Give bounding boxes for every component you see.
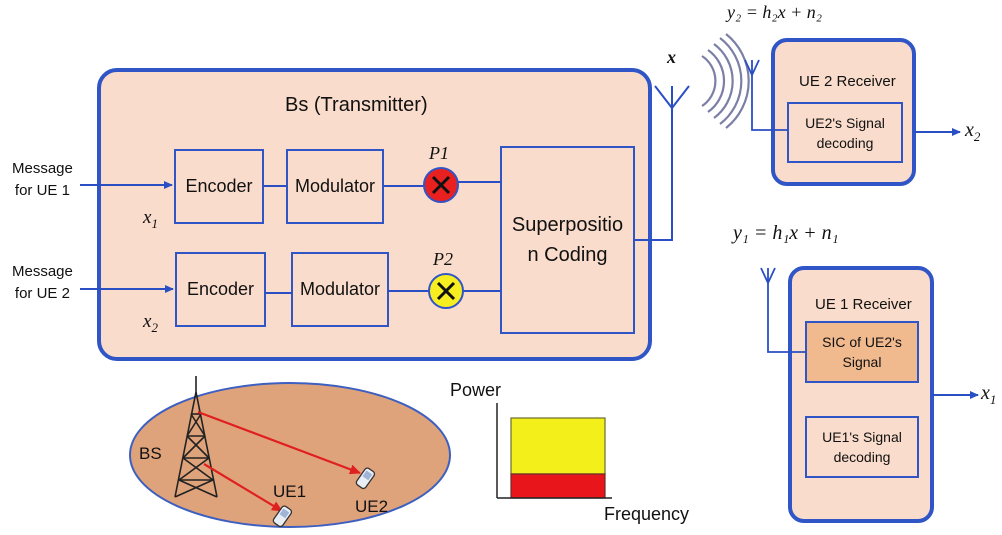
power-band-ue2 (510, 417, 606, 475)
cell-ellipse (129, 382, 451, 528)
mixer-p2 (428, 273, 464, 309)
ue1-phone-icon (272, 505, 293, 528)
superposition-line2: n Coding (527, 244, 608, 266)
ue2-input-x: x (143, 311, 152, 332)
encoder2-block (175, 252, 266, 327)
ue2-rx-antenna (744, 59, 788, 131)
superposition-line1: Superpositio (511, 214, 624, 236)
ue1-rx-antenna (760, 267, 806, 353)
ue1-output-x: x (981, 382, 990, 404)
ue1-message-label: Message for UE 1 (12, 158, 73, 202)
encoder1-block (174, 149, 264, 224)
ue2-decoding-block (787, 102, 903, 163)
ue2-phone-icon (355, 467, 376, 490)
frequency-axis-label: Frequency (604, 504, 690, 524)
ue2-decoding-line2: decoding (816, 134, 874, 151)
encoder2-label: Encoder (186, 279, 255, 299)
superposition-label: Superpositio n Coding (501, 147, 634, 333)
ue2-message-line1: Message (12, 263, 73, 280)
ue2-receiver-title: UE 2 Receiver (799, 73, 896, 90)
ue1-input-x: x (143, 207, 152, 228)
ue1-input-symbol: x1 (143, 207, 158, 232)
ue2-message-label: Message for UE 2 (12, 261, 73, 305)
ue2-input-sub: 2 (151, 319, 158, 335)
modulator1-block (286, 149, 384, 224)
ue2-equation: y₂ = h₂x + n₂ (727, 2, 823, 22)
ue1-receiver-title: UE 1 Receiver (815, 296, 912, 313)
ue1-output-sub: 1 (989, 392, 997, 407)
ue2-decoding-line1: UE2's Signal (805, 114, 885, 131)
ue1-input-sub: 1 (151, 215, 158, 231)
superposition-block (500, 146, 635, 334)
modulator2-label: Modulator (299, 279, 381, 299)
ue1-sic-line1: SIC of UE2's (822, 334, 902, 350)
encoder1-label: Encoder (185, 176, 253, 196)
modulator2-block (291, 252, 389, 327)
power-chart (496, 403, 612, 499)
ue1-decoding-line1: UE1's Signal (822, 429, 902, 445)
p1-label: P1 (429, 143, 449, 163)
ue1-output-symbol: x1 (981, 382, 996, 408)
ue2-input-symbol: x2 (143, 311, 158, 336)
ue1-message-line1: Message (12, 160, 73, 177)
ue1-equation: y₁ = h₁x + n₁ (733, 222, 839, 244)
bs-tower-icon (174, 376, 218, 498)
ue1-message-line2: for UE 1 (14, 182, 70, 199)
ue2-output-x: x (965, 119, 974, 141)
modulator1-label: Modulator (294, 176, 376, 196)
ue2-output-symbol: x2 (965, 119, 980, 145)
mixer-p1 (423, 167, 459, 203)
ue1-decoding-block (805, 416, 919, 478)
tx-antenna (634, 85, 690, 241)
ue2-decoding-label: UE2's Signal decoding (788, 103, 902, 162)
ue1-sic-line2: Signal (842, 354, 882, 370)
bs-label: BS (139, 444, 162, 463)
ue1-decoding-label: UE1's Signal decoding (806, 417, 918, 477)
ue1-sic-label: SIC of UE2's Signal (806, 322, 918, 382)
ue2-cell-label: UE2 (355, 497, 389, 516)
ue2-output-sub: 2 (973, 129, 981, 144)
bs-to-ue2-arrow (197, 410, 361, 475)
power-band-ue1 (510, 473, 606, 499)
p2-label: P2 (433, 249, 453, 269)
power-axis-label: Power (450, 380, 502, 400)
ue1-cell-label: UE1 (273, 482, 307, 501)
transmitter-title: Bs (Transmitter) (285, 94, 428, 116)
ue1-decoding-line2: decoding (833, 449, 891, 465)
radio-waves-icon (701, 33, 750, 129)
ue2-message-line2: for UE 2 (14, 285, 70, 302)
tx-signal-label: x (667, 47, 676, 67)
bs-to-ue1-arrow (203, 463, 283, 512)
